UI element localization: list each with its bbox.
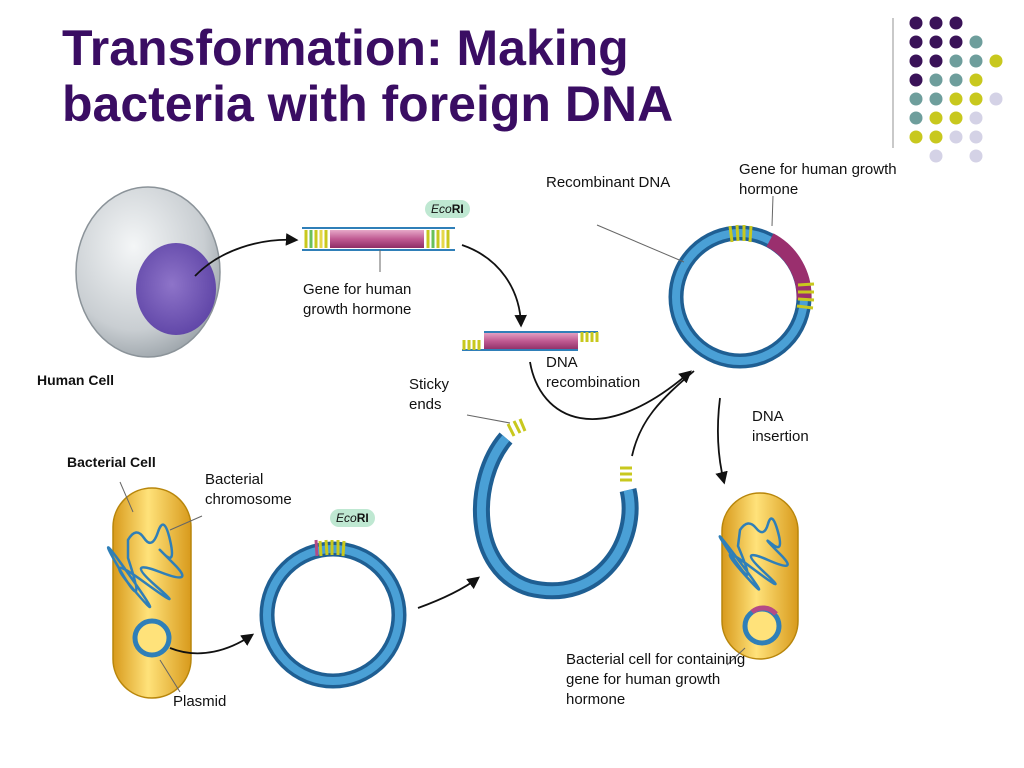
bacterial-cell-illustration [106, 481, 203, 699]
slide-title: Transformation: Making bacteria with for… [62, 20, 674, 132]
decor-dot-grid [909, 16, 1003, 163]
label-bacterial-chromosome: Bacterial chromosome [205, 471, 292, 508]
opened-plasmid [466, 414, 639, 600]
label-human-cell: Human Cell [37, 372, 115, 388]
decor-divider [892, 18, 894, 148]
label-recombinant-dna: Recombinant DNA [546, 174, 671, 191]
recombinant-plasmid [596, 195, 815, 369]
label-bacterial-cell-result: Bacterial cell for containing gene for h… [566, 651, 746, 708]
label-dna-recombination: DNA recombination [546, 354, 641, 391]
label-dna-insertion: DNA insertion [752, 408, 809, 445]
ecori-badge-top: EcoRI [425, 200, 470, 218]
label-plasmid: Plasmid [173, 693, 227, 710]
human-cell-illustration [75, 186, 221, 358]
label-sticky-ends: Sticky ends [409, 376, 450, 413]
process-arrows [169, 233, 728, 655]
plasmid-ring [259, 539, 407, 689]
gene-segment-sticky [462, 331, 599, 351]
label-gene-growth-hormone-top: Gene for human growth hormone [739, 161, 897, 198]
ecori-badge-bottom: EcoRI [330, 509, 375, 527]
label-gene-growth-hormone: Gene for human growth hormone [303, 281, 412, 318]
label-bacterial-cell: Bacterial Cell [67, 454, 156, 470]
gene-segment-top [302, 227, 455, 272]
result-bacterial-cell [718, 492, 799, 666]
